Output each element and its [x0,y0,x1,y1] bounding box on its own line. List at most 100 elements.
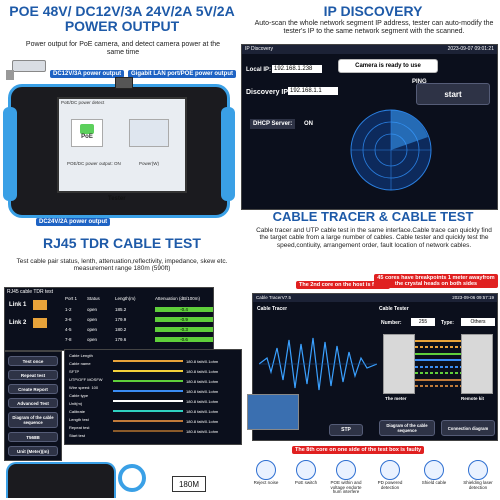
poe-badge: PoE [71,119,103,147]
feature-poe-voltage: POE within and voltage endorte hum inter… [330,460,362,495]
sub-menu-item[interactable]: Unit(m) [69,401,83,406]
device-screen: PoE/DC power detect PoE POE/DC power out… [57,97,187,193]
tdr-side-panel: Test once Repeat test Create Report Adva… [4,351,62,461]
length-value: 180.8 fath/0.1ohm [186,378,219,384]
tracer-title: CABLE TRACER & CABLE TEST [272,209,474,224]
poe48-label: Power(W) [139,161,159,166]
row-length: 185.2 [115,306,127,312]
connection-diagram-button[interactable]: Connection diagram [441,420,495,436]
device-left-grip [3,107,17,201]
start-button[interactable]: start [416,83,490,105]
poe-output-label: POE/DC power output: ON [67,161,121,166]
dhcp-label: DHCP Server: [250,119,296,129]
sub-menu-item[interactable]: SFTP [69,369,80,374]
shield-cable-icon [424,460,444,480]
feature-label: Shield cable [421,480,447,485]
row-pair: 7-8 [65,336,72,342]
row-atten: -0.3 [155,326,213,332]
tracer-description: Cable tracer and UTP cable test in the s… [256,227,492,249]
dhcp-value: ON [304,121,313,127]
row-length: 180.2 [115,326,127,332]
tracer-screen: Cable TracerV7.5 2023-09-06 09:57:19 Cab… [247,293,498,441]
type-field[interactable]: Others [461,318,495,326]
length-lines: 180.8 fath/0.1ohm 180.8 fath/0.1ohm 180.… [113,356,239,436]
ip-description: Auto-scan the whole network segment IP a… [254,20,494,36]
camera-ready-status: Camera is ready to use [338,59,438,73]
note-core-faulty: The 2nd core on the host is faulty [296,281,390,289]
sub-menu-item[interactable]: Wire speed: 100 [69,385,99,390]
sub-menu-item[interactable]: UTP/OFF MOSFW [69,377,103,382]
table-row: 3-6 open 179.9 -0.9 [65,314,213,324]
pd-detection-icon [380,460,400,480]
feature-label: Reject noise [253,480,279,485]
signal-laser-icon [468,460,488,480]
feature-label: PD powered detection [377,480,403,490]
link2-label: Link 2 [9,320,27,326]
discovery-ip-field[interactable]: 192.168.1.1 [288,87,338,95]
sub-menu-item[interactable]: Repeat test [69,425,90,430]
ip-datetime: 2023-09-07 09:01:21 [447,46,494,52]
local-ip-label: Local IP: [246,67,272,73]
sub-menu-item[interactable]: Start test [69,433,86,438]
poe-voltage-icon [336,460,356,480]
length-bar [113,430,183,432]
meter-connector [383,334,415,394]
length-bar [113,420,183,422]
number-field[interactable]: 255 [411,318,435,326]
poe-plug-icon [80,124,94,134]
tdr-description: Test cable pair status, lenth, attenuati… [16,258,228,273]
feature-reject-noise: Reject noise [250,460,282,486]
length-value: 180.8 fath/0.1ohm [186,388,219,394]
row-status: open [87,326,98,332]
tag-dc24: DC24V/2A power output [36,218,111,226]
stp-button[interactable]: STP [329,424,363,436]
ip-title: IP DISCOVERY [323,3,423,19]
sub-menu: Cable Length Cable name SFTP UTP/OFF MOS… [69,353,109,441]
row-status: open [87,336,98,342]
table-row: 4-5 open 180.2 -0.3 [65,324,213,334]
local-ip-field[interactable]: 192.168.1.238 [272,65,322,73]
tdr-title: RJ45 TDR CABLE TEST [43,235,201,251]
create-report-button[interactable]: Create Report [8,384,58,394]
note-8th-core: The 8th core on one side of the test box… [292,446,425,454]
length-bar [113,380,183,382]
cable-tracer-label: Cable Tracer [257,306,288,312]
sub-menu-item[interactable]: Cable name [69,361,91,366]
poe-badge-label: PoE [81,134,93,140]
sub-menu-item[interactable]: Cable type [69,393,89,398]
device-top-port [115,77,133,89]
col-atten: Attenuation (dB/100m) [155,296,201,301]
row-length: 179.9 [115,316,127,322]
row-status: open [87,316,98,322]
wire-map [415,340,461,387]
test-once-button[interactable]: Test once [8,356,58,366]
t568b-button[interactable]: T568B [8,432,58,442]
feature-pd-detection: PD powered detection [374,460,406,490]
tracer-window-title: Cable TracerV7.5 [256,295,292,300]
sub-menu-item[interactable]: Calibrate [69,409,86,414]
feature-label: Shielding laser detection [463,480,493,490]
tag-gigabit: Gigabit LAN port/POE power output [128,70,236,78]
repeat-test-button[interactable]: Repeat test [8,370,58,380]
unit-button[interactable]: Unit (Meter)(m) [8,446,58,456]
feature-shield-cable: Shield cable [418,460,450,486]
col-port: Port 1 [65,296,78,301]
type-label: Type: [441,320,454,326]
col-status: Status [87,296,100,301]
tdr-table: Port 1 Status Length(m) Attenuation (dB/… [65,296,213,344]
diagram-sequence-button[interactable]: Diagram of the cable sequence [379,420,435,436]
tester-device: PoE/DC power detect PoE POE/DC power out… [3,77,235,218]
length-value: 180.8 fath/0.1ohm [186,368,219,374]
rj45-label: Tester [108,196,126,202]
row-pair: 1-2 [65,306,72,312]
screen-title: PoE/DC power detect [61,100,105,105]
diagram-button[interactable]: Diagram of the cable sequence [8,412,58,428]
feature-poe-switch: PoE switch [290,460,322,486]
sub-menu-item[interactable]: Length test [69,417,89,422]
sub-menu-item[interactable]: Cable Length [69,353,93,358]
length-badge: 180M [172,476,206,492]
poe-title: POE 48V/ DC12V/3A 24V/2A 5V/2A POWER OUT… [9,3,235,34]
ping-label: PING [412,79,427,85]
advanced-test-button[interactable]: Advanced Test [8,398,58,408]
